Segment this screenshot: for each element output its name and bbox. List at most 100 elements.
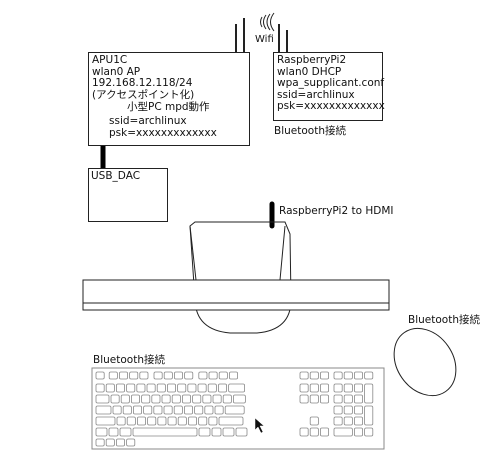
keyboard-key [364, 427, 374, 437]
rpi-line-3: wpa_supplicant.conf [277, 77, 385, 90]
keyboard-key [309, 383, 319, 393]
keyboard-key [343, 394, 353, 404]
keyboard-key [309, 427, 319, 437]
keyboard-bluetooth-label: Bluetooth接続 [93, 354, 165, 366]
rpi-line-1: RaspberryPi2 [277, 54, 347, 66]
keyboard-key [108, 371, 118, 380]
keyboard-key [122, 405, 132, 415]
keyboard-key [95, 427, 108, 437]
keyboard-key [208, 371, 218, 380]
tv-stand-leg-right [279, 225, 286, 281]
keyboard-key [95, 438, 105, 447]
apu-line-3: 192.168.12.118/24 [92, 77, 193, 90]
keyboard-key [198, 371, 208, 380]
keyboard-key [299, 383, 309, 393]
keyboard-key [364, 371, 374, 380]
keyboard-key [141, 394, 151, 404]
keyboard-key [299, 394, 309, 404]
keyboard-key [136, 383, 146, 393]
keyboard-key [184, 371, 194, 380]
keyboard-key [353, 416, 363, 426]
tv-stand [189, 221, 292, 334]
keyboard-key [161, 394, 171, 404]
apu-box: APU1C wlan0 AP 192.168.12.118/24 (アクセスポイ… [88, 52, 250, 146]
keyboard-key [177, 383, 187, 393]
keyboard-key [343, 405, 353, 415]
keyboard-key [147, 416, 157, 426]
keyboard-key [171, 394, 181, 404]
keyboard-key [167, 416, 177, 426]
keyboard-key [95, 394, 110, 404]
apu-ssid: ssid=archlinux [109, 115, 187, 127]
keyboard-key [197, 383, 207, 393]
keyboard-key [222, 394, 232, 404]
keyboard-key [364, 383, 374, 404]
keyboard-key [105, 383, 115, 393]
keyboard-key [309, 416, 319, 426]
keyboard-key [333, 405, 343, 415]
keyboard-key [153, 405, 163, 415]
keyboard-key [222, 427, 235, 437]
keyboard-key [333, 371, 343, 380]
keyboard-key [309, 371, 319, 380]
keyboard-key [126, 438, 136, 447]
keyboard-key [132, 427, 198, 437]
keyboard-key [198, 427, 211, 437]
wifi-signal-icon [260, 12, 275, 32]
keyboard-key [146, 383, 156, 393]
keyboard-key [198, 416, 208, 426]
keyboard-key [126, 383, 136, 393]
keyboard-key [116, 383, 126, 393]
keyboard-keys [95, 371, 374, 447]
wifi-label: Wifi [255, 34, 274, 45]
keyboard-key [130, 394, 140, 404]
keyboard-key [119, 371, 129, 380]
keyboard-key [204, 405, 214, 415]
keyboard-key [156, 383, 166, 393]
keyboard-key [211, 427, 222, 437]
keyboard-key [95, 383, 105, 393]
keyboard-key [183, 405, 193, 415]
mouse [393, 327, 457, 397]
keyboard-key [353, 394, 363, 404]
keyboard-key [105, 438, 115, 447]
keyboard-key [181, 394, 191, 404]
apu-psk: psk=xxxxxxxxxxxxx [109, 126, 217, 139]
keyboard-key [129, 371, 139, 380]
keyboard-key [235, 427, 248, 437]
keyboard-key [112, 405, 122, 415]
keyboard-key [157, 416, 167, 426]
rpi-line-2: wlan0 DHCP [277, 65, 342, 78]
keyboard-key [228, 371, 238, 380]
apu-caption: 小型PC mpd動作 [127, 101, 210, 113]
keyboard-key [132, 405, 142, 415]
keyboard-key [173, 405, 183, 415]
usb-dac-box: USB_DAC [88, 168, 168, 222]
keyboard-key [119, 427, 132, 437]
keyboard-key [353, 405, 363, 415]
keyboard-key [299, 371, 309, 380]
keyboard-key [207, 383, 217, 393]
keyboard-key [228, 383, 246, 393]
keyboard-key [232, 394, 246, 404]
cursor-icon [254, 417, 265, 434]
rpi-box: RaspberryPi2 wlan0 DHCP wpa_supplicant.c… [273, 52, 385, 121]
apu-line-1: APU1C [92, 54, 128, 66]
keyboard-key [319, 383, 329, 393]
keyboard-key [319, 371, 329, 380]
apu-line-2: wlan0 AP [92, 65, 141, 78]
keyboard-key [333, 416, 343, 426]
keyboard-key [333, 427, 353, 437]
keyboard-key [136, 416, 146, 426]
keyboard-key [95, 405, 112, 415]
keyboard-key [95, 371, 105, 380]
keyboard-key [151, 394, 161, 404]
keyboard-key [319, 394, 329, 404]
keyboard-key [108, 427, 119, 437]
keyboard-key [333, 394, 343, 404]
keyboard-key [116, 416, 126, 426]
keyboard-key [163, 371, 173, 380]
keyboard-key [120, 394, 130, 404]
keyboard-key [126, 416, 136, 426]
